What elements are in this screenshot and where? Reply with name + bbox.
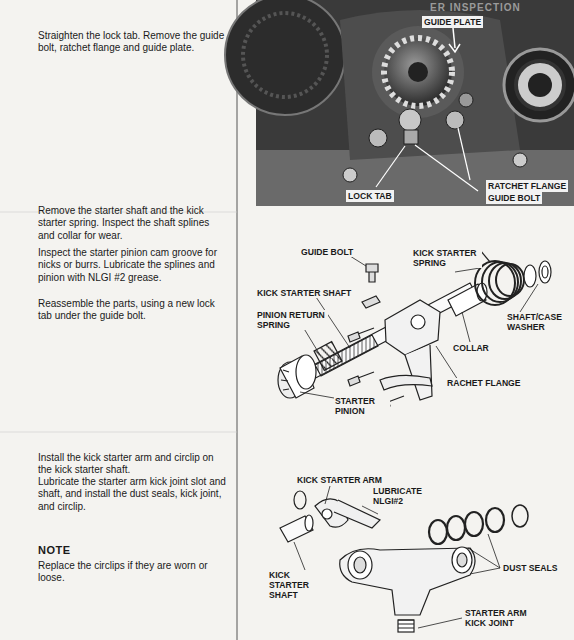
instruction-text: Lubricate the starter arm kick joint slo…: [38, 476, 226, 513]
instruction-text: Reassemble the parts, using a new lock t…: [38, 298, 226, 323]
engine-photo: [225, 0, 574, 206]
divider: [237, 0, 238, 640]
photo-label: RATCHET FLANGE: [486, 180, 568, 192]
part-label: GUIDE BOLT: [300, 247, 354, 257]
photo-label: LOCK TAB: [346, 190, 394, 202]
instruction-text: Straighten the lock tab. Remove the guid…: [38, 30, 228, 55]
note-text: Replace the circlips if they are worn or…: [38, 560, 213, 585]
page-header: ER INSPECTION: [430, 2, 521, 13]
part-label: KICK STARTER SHAFT: [268, 570, 326, 600]
instruction-text: Remove the starter shaft and the kick st…: [38, 205, 226, 242]
part-label: KICK STARTER SPRING: [412, 248, 482, 268]
part-label: COLLAR: [452, 343, 490, 353]
part-label: LUBRICATE NLGI#2: [372, 486, 434, 506]
note-heading: NOTE: [38, 544, 71, 556]
part-label: SHAFT/CASE WASHER: [506, 312, 570, 332]
part-label: DUST SEALS: [502, 563, 558, 573]
part-label: KICK STARTER SHAFT: [256, 288, 352, 298]
part-label: PINION RETURN SPRING: [256, 310, 328, 330]
part-label: STARTER PINION: [334, 396, 390, 416]
part-label: RACHET FLANGE: [446, 378, 522, 388]
photo-label: GUIDE PLATE: [422, 16, 483, 28]
instruction-text: Install the kick starter arm and circlip…: [38, 452, 226, 477]
instruction-text: Inspect the starter pinion cam groove fo…: [38, 247, 226, 284]
photo-label: GUIDE BOLT: [486, 192, 542, 204]
part-label: STARTER ARM KICK JOINT: [464, 608, 546, 628]
part-label: KICK STARTER ARM: [296, 475, 383, 485]
